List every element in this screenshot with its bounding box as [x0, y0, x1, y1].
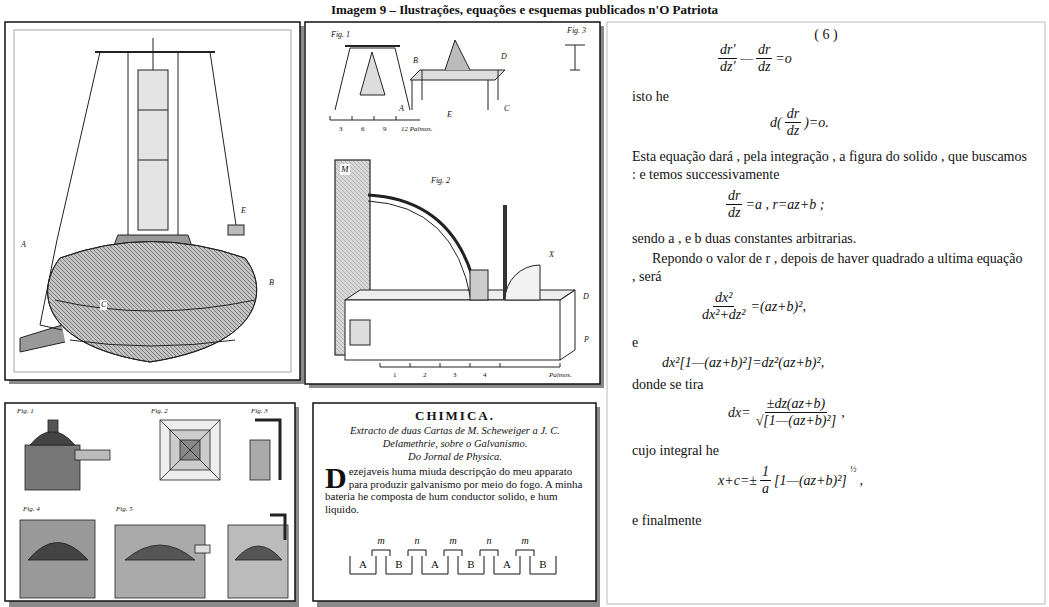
article-text: B [539, 558, 546, 572]
figure-label: 6 [360, 125, 366, 134]
article-text: ezejaveis huma miuda descripção do meu a… [325, 465, 582, 515]
figure-label: 9 [382, 125, 388, 134]
page-text: , [841, 405, 845, 421]
figure-label: Palmos. [548, 371, 573, 380]
figure-label: D [582, 292, 590, 302]
fraction: drdz [756, 42, 772, 75]
figure-title: Imagem 9 – Ilustrações, equações e esque… [0, 2, 1049, 18]
article-text: n [415, 535, 420, 548]
figure-label: 12 Palmos. [400, 125, 434, 134]
figure-label: A [20, 240, 27, 250]
page-text: =a , r=az+b ; [745, 197, 824, 213]
page-text: dz [756, 59, 772, 75]
figure-label: C [503, 104, 510, 114]
page-text: Repondo o valor de r , depois de haver q… [632, 250, 1027, 285]
article-text: Do Jornal de Physica. [408, 450, 502, 463]
page-text: dz [785, 123, 801, 139]
fraction: 1a [760, 464, 771, 497]
figure-label: A [398, 104, 405, 114]
equation-row: dx=±dz(az+b)√[1—(az+b)²], [728, 396, 845, 429]
figure-label: Fig. 2 [150, 407, 169, 416]
article-text: m [377, 535, 384, 548]
figure-label: Fig. 4 [22, 505, 41, 514]
article-text: m [449, 535, 456, 548]
paragraph: Dezejaveis huma miuda descripção do meu … [325, 465, 587, 515]
equation-row: dr'dz'—drdz=o [718, 42, 792, 75]
page-text: — [740, 51, 752, 67]
fraction: drdz [726, 188, 742, 221]
article-text: CHIMICA. [415, 408, 495, 424]
equation-row: d(drdz)=o. [770, 106, 829, 139]
page-text: dr [785, 106, 801, 123]
page-text: dx²[1—(az+b)²]=dz²(az+b)², [662, 354, 824, 372]
page-text: dz' [718, 59, 737, 75]
equation-row: drdz=a , r=az+b ; [726, 188, 824, 221]
figure-label: Fig. 1 [330, 30, 351, 40]
figure-label: C [100, 300, 107, 310]
figure-label: Fig. 1 [16, 407, 35, 416]
figure-label: 3 [452, 371, 458, 380]
figure-label: 3 [338, 125, 344, 134]
page-text: Esta equação dará , pela integração , a … [632, 148, 1027, 183]
page-text: dr [726, 188, 742, 205]
page-text: isto he [632, 88, 669, 106]
article-text: m [521, 535, 528, 548]
figure-label: E [446, 110, 453, 120]
figure-label: Fig. 2 [430, 176, 451, 186]
drop-cap: D [325, 465, 347, 490]
article-text: n [487, 535, 492, 548]
page-text: dz [726, 205, 742, 221]
figure-label: 2 [422, 371, 428, 380]
figure-label: E [240, 206, 247, 216]
page-text: dx²+dz² [700, 307, 748, 323]
page-text: e [632, 334, 638, 352]
article-text: B [395, 558, 402, 572]
page-text: dr' [718, 42, 737, 59]
page-text: [1—(az+b)²] [774, 473, 847, 489]
figure-label: P [583, 335, 590, 345]
fraction: dx²dx²+dz² [700, 290, 748, 323]
figure-label: X [548, 250, 555, 260]
page-text: a [760, 481, 771, 497]
page-text: ( 6 ) [814, 26, 837, 44]
figure-label: B [268, 278, 275, 288]
page-text: donde se tira [632, 376, 704, 394]
page-text: ±dz(az+b) [765, 396, 827, 413]
page-text: e finalmente [632, 512, 702, 530]
page-text: dr [756, 42, 772, 59]
figure-label: D [500, 52, 508, 62]
fraction: ±dz(az+b)√[1—(az+b)²] [754, 396, 838, 429]
fraction: dr'dz' [718, 42, 737, 75]
equation-row: x+c=±1a[1—(az+b)²]½, [718, 464, 863, 497]
article-text: A [359, 558, 367, 572]
figure-label: B [412, 56, 419, 66]
figure-label: 4 [482, 371, 488, 380]
figure-label: M [340, 164, 350, 175]
fraction: drdz [785, 106, 801, 139]
page-text: dx= [728, 405, 751, 421]
article-text: A [503, 558, 511, 572]
page-text: =(az+b)², [751, 299, 806, 315]
page-text: )=o. [804, 115, 829, 131]
page-text: ½ [850, 464, 857, 474]
page-text: d( [770, 115, 782, 131]
page-text: cujo integral he [632, 442, 719, 460]
page-text: sendo a , e b duas constantes arbitraria… [632, 230, 856, 248]
equation-row: dx²dx²+dz²=(az+b)², [700, 290, 806, 323]
page-text: , [860, 473, 864, 489]
figure-label: Fig. 3 [566, 26, 587, 36]
page-text: √[1—(az+b)²] [754, 413, 838, 429]
page-text: x+c=± [718, 473, 757, 489]
figure-label: Fig. 5 [115, 505, 134, 514]
figure-label: 1 [392, 371, 398, 380]
article-text: A [431, 558, 439, 572]
figure-label: Fig. 3 [250, 407, 269, 416]
page-text: dx² [713, 290, 734, 307]
page-text: =o [775, 51, 791, 67]
page-text: 1 [760, 464, 771, 481]
article-text: B [467, 558, 474, 572]
article-text: Extracto de duas Cartas de M. Scheweiger… [330, 424, 580, 450]
